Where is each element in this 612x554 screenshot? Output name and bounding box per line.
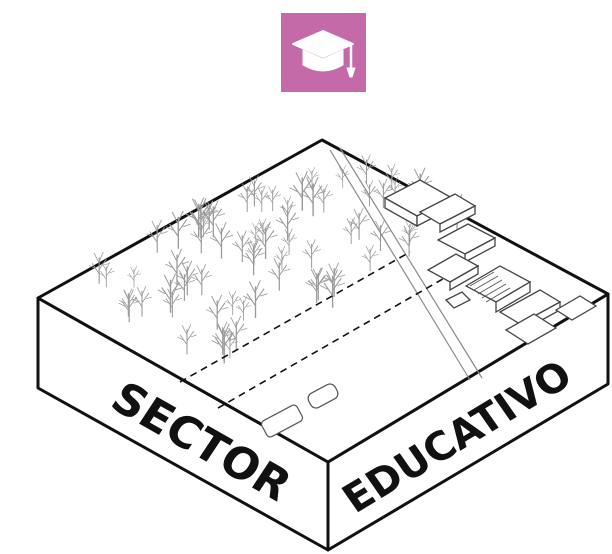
rail-line: [329, 147, 483, 381]
school-buildings: [383, 179, 598, 345]
education-badge: [281, 13, 366, 92]
dashed-connectors: [179, 251, 449, 409]
graduation-cap-icon: [281, 13, 366, 92]
top-face: [36, 138, 610, 464]
stairs: [469, 271, 511, 303]
small-buildings: [260, 383, 339, 438]
